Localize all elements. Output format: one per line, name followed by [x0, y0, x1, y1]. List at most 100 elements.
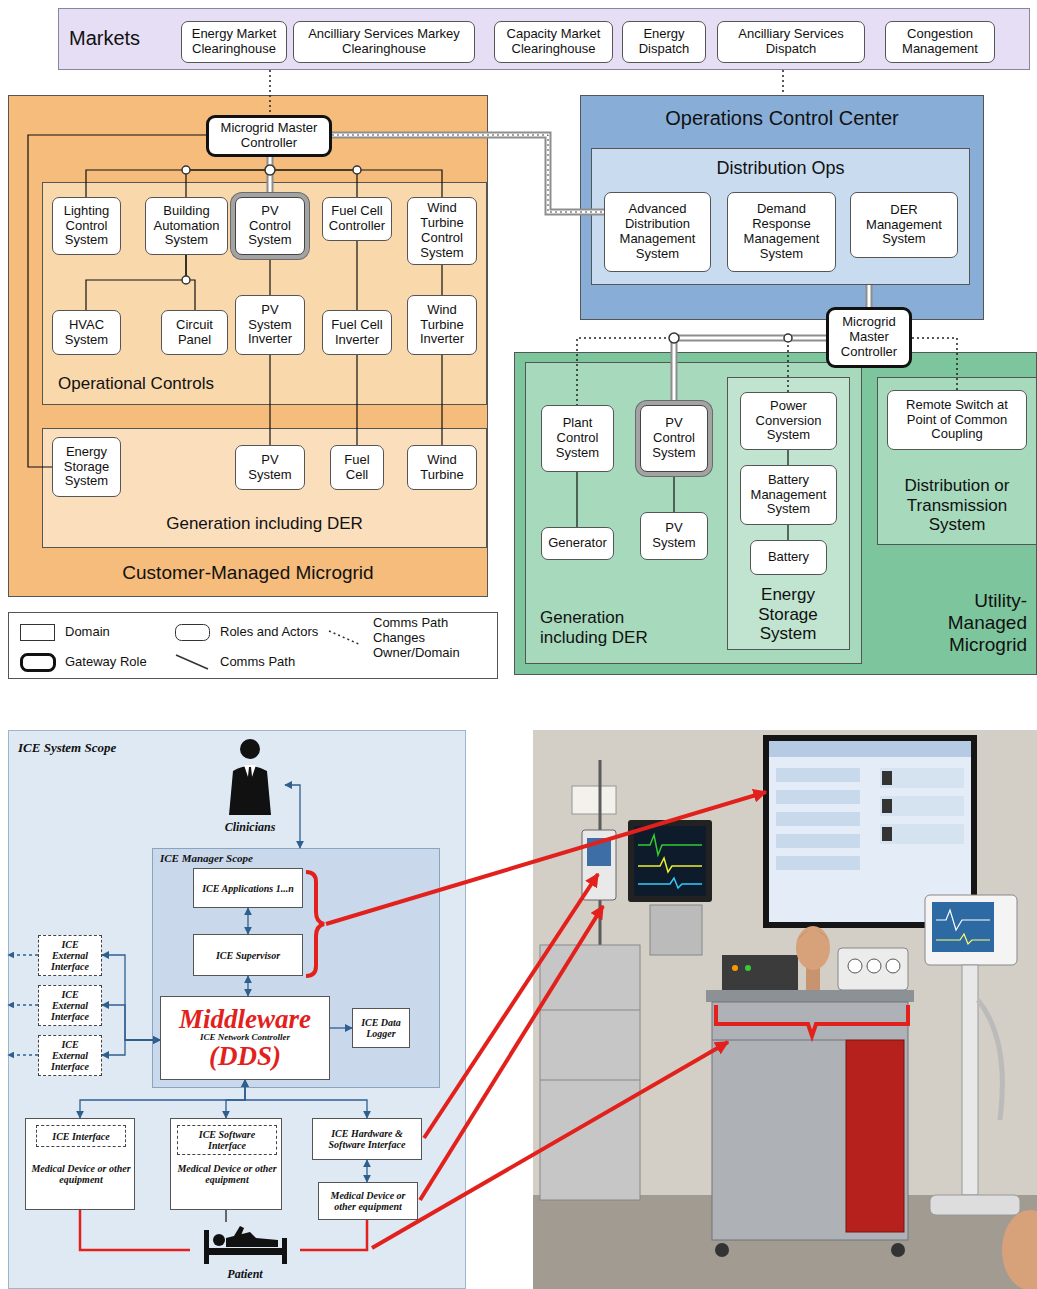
legend-label: Domain — [65, 625, 110, 640]
box-label: Medical Device or other equipment — [31, 1163, 131, 1185]
comms-path — [787, 450, 788, 465]
domain-fill — [9, 96, 488, 597]
comms-path — [102, 955, 160, 1040]
external-arrows — [8, 955, 38, 1055]
box-label: Patient — [190, 1268, 300, 1282]
role-box: DER Management System — [850, 192, 958, 258]
actor-figure: Clinicians — [215, 735, 285, 840]
role-box: Generator — [541, 527, 614, 560]
box-label: ICE Supervisor — [216, 950, 280, 961]
domain-fill — [43, 183, 487, 405]
domain-fill — [9, 731, 466, 1289]
box-label: Energy Storage System — [57, 445, 116, 490]
box-label: Medical Device or other equipment — [176, 1163, 278, 1185]
domain-fill — [581, 96, 984, 320]
box-label: DER Management System — [855, 203, 953, 248]
box-label: Wind Turbine Inverter — [412, 303, 472, 348]
actor-figure: Patient — [190, 1222, 300, 1286]
box-label: ICE External Interface — [43, 989, 97, 1022]
component-box: ICE Data Logger — [352, 1008, 410, 1048]
region-title: Distribution Ops — [591, 158, 970, 179]
role-box: PV System Inverter — [235, 295, 305, 355]
photo-cart-top — [706, 990, 914, 1002]
comms-path — [86, 157, 270, 197]
photo-monitor — [628, 820, 712, 902]
gateway-swatch — [19, 651, 57, 673]
region-title: Customer-Managed Microgrid — [8, 562, 488, 584]
role-box: Fuel Cell Inverter — [322, 310, 392, 355]
dotted-comms-path — [269, 70, 271, 115]
box-label: Middleware — [179, 1006, 311, 1033]
box-label: Wind Turbine Control System — [412, 201, 472, 261]
photo-monitor-screen — [634, 826, 706, 896]
legend-box: DomainRoles and ActorsComms Path Changes… — [8, 612, 498, 679]
domain-region: Operational ControlsLighting Control Sys… — [42, 182, 487, 405]
comms-path — [269, 255, 270, 295]
photo-light — [745, 965, 751, 971]
photo-simulator — [722, 955, 798, 990]
interface-box: ICE External Interface — [38, 1035, 102, 1076]
comms-path — [269, 355, 270, 445]
box-label: Energy Dispatch — [627, 27, 701, 57]
dotted-path-swatch — [327, 627, 365, 649]
junction-dot — [784, 334, 792, 342]
box-label: Circuit Panel — [166, 318, 223, 348]
box-label: Power Conversion System — [745, 399, 832, 444]
legend-item: Comms Path Changes Owner/Domain — [327, 616, 483, 661]
comms-path — [356, 241, 357, 310]
box-label: Congestion Management — [890, 27, 990, 57]
junction-dot — [353, 166, 361, 174]
photo-tv-row — [776, 812, 860, 826]
market-band: MarketsEnergy Market ClearinghouseAncill… — [58, 8, 1030, 70]
box-label: (DDS) — [209, 1043, 281, 1070]
box-label: Advanced Distribution Management System — [609, 202, 706, 262]
red-arrow — [326, 792, 766, 924]
red-arrow — [424, 874, 598, 1138]
region-title: Generation including DER — [42, 514, 487, 534]
path-swatch — [174, 651, 212, 673]
photo-tv-row — [776, 856, 860, 870]
photo-sign — [572, 786, 616, 814]
gateway-role-box: PV Control System — [640, 405, 708, 472]
comms-path — [330, 1027, 352, 1028]
photo-tv-header — [769, 741, 971, 757]
domain-swatch — [19, 621, 57, 643]
photo-wave — [638, 858, 702, 872]
role-box: Building Automation System — [145, 197, 228, 255]
photo-hair — [796, 930, 830, 942]
comms-path — [366, 1160, 367, 1182]
device-box: Medical Device or other equipment ICE Int… — [25, 1118, 135, 1210]
box-label: Fuel Cell — [335, 453, 379, 483]
photo-gauge — [886, 959, 900, 973]
role-box: Congestion Management — [885, 21, 995, 63]
device-box: Medical Device or other equipmentICE Sof… — [170, 1118, 282, 1210]
photo-stand — [962, 965, 978, 1195]
external-arrow — [8, 1004, 38, 1005]
photo-ventilator-screen — [932, 902, 994, 952]
photo-base — [930, 1195, 1020, 1215]
photo-device — [650, 905, 702, 955]
interface-box: ICE External Interface — [38, 985, 102, 1026]
comms-path — [673, 472, 674, 512]
junction-dot — [182, 276, 190, 284]
photo-tv-row — [776, 790, 860, 804]
domain-region: Customer-Managed MicrogridMicrogrid Mast… — [8, 95, 488, 597]
comms-path — [28, 135, 206, 467]
photo-tv-icon — [882, 799, 892, 813]
role-swatch — [174, 621, 212, 643]
box-label: Microgrid Master Controller — [833, 315, 905, 360]
domain-region: Utility-Managed MicrogridMicrogrid Maste… — [514, 352, 1037, 675]
domain-fill — [43, 429, 487, 548]
legend-label: Comms Path — [220, 655, 295, 670]
domain-region: ICE Manager ScopeICE Applications 1...nI… — [152, 848, 440, 1088]
comms-path — [102, 1005, 160, 1040]
comms-path — [576, 472, 577, 527]
photo-tv-row — [880, 796, 964, 816]
comms-path — [270, 157, 357, 197]
box-label: ICE Interface — [52, 1131, 110, 1142]
role-box: Energy Market Clearinghouse — [181, 21, 287, 63]
box-label: Fuel Cell Controller — [327, 204, 387, 234]
comms-path — [441, 265, 442, 295]
junction-dot — [182, 166, 190, 174]
domain-fills — [9, 96, 1037, 1289]
